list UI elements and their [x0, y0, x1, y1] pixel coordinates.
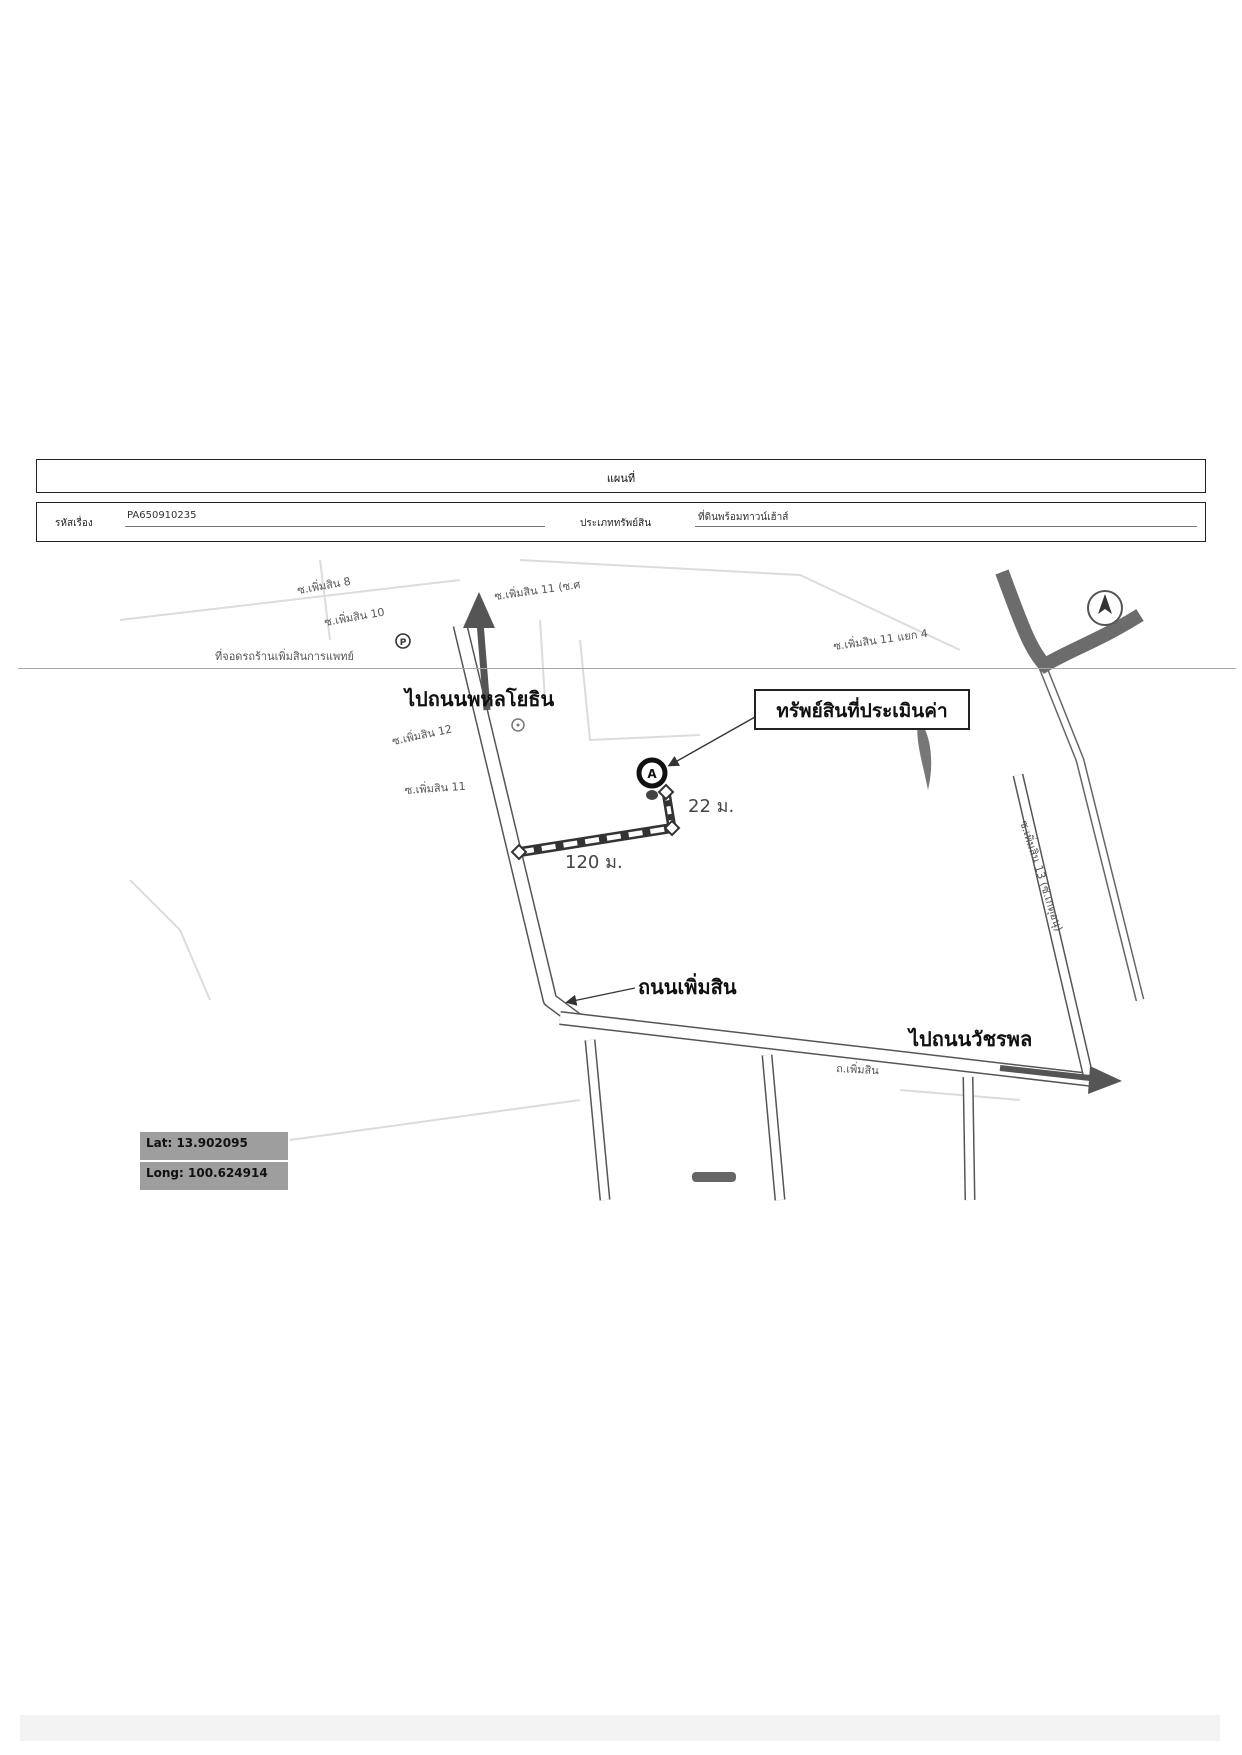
compass-icon	[1087, 590, 1123, 626]
route-path	[510, 783, 681, 861]
case-code-value: PA650910235	[127, 510, 197, 521]
case-code-underline	[125, 526, 545, 527]
distance-short: 22 ม.	[688, 796, 734, 817]
case-info-box: รหัสเรื่อง PA650910235 ประเภททรัพย์สิน ท…	[36, 502, 1206, 542]
soi-10-label: ซ.เพิ่มสิน 10	[323, 604, 386, 629]
road-leader-line	[565, 987, 636, 1006]
canal	[995, 569, 1144, 674]
route-diamond-end	[657, 783, 675, 801]
background-streets	[119, 559, 1021, 1141]
to-watcharaphon-label: ไปถนนวัชรพล	[907, 1027, 1032, 1051]
parking-label: ที่จอดรถร้านเพิ่มสินการแพทย์	[215, 648, 354, 663]
latitude-label: Lat: 13.902095	[140, 1132, 288, 1160]
property-marker-icon: A	[636, 757, 668, 800]
route-diamond-start	[510, 843, 528, 861]
property-leader-line	[667, 716, 756, 767]
scan-line	[18, 668, 1236, 669]
soi-11-top-label: ซ.เพิ่มสิน 11 (ซ.ศ	[493, 576, 581, 603]
scan-footer-strip	[20, 1715, 1220, 1741]
asset-type-label: ประเภททรัพย์สิน	[580, 518, 652, 529]
soi-11-yaek-label: ซ.เพิ่มสิน 11 แยก 4	[832, 625, 928, 653]
marker-letter: A	[647, 767, 657, 781]
property-label: ทรัพย์สินที่ประเมินค่า	[776, 697, 947, 722]
longitude-label: Long: 100.624914	[140, 1162, 288, 1190]
route-diamond-corner	[663, 819, 681, 837]
parking-icon: P	[395, 633, 411, 649]
soi-12-label: ซ.เพิ่มสิน 12	[391, 721, 454, 748]
to-phahonyothin-label: ไปถนนพหลโยธิน	[403, 687, 554, 711]
map-dark-patch	[692, 1172, 736, 1182]
soi-13-label: ซ.เพิ่มสิน 13 (ซ.เกตุอนุ)	[1017, 818, 1067, 933]
arrow-north	[463, 592, 495, 711]
map-title-box: แผนที่	[36, 459, 1206, 493]
map-title: แผนที่	[606, 472, 636, 485]
arrow-east	[999, 1065, 1122, 1094]
pond	[917, 720, 932, 790]
road-phermsin-small-label: ถ.เพิ่มสิน	[836, 1060, 880, 1077]
case-code-label: รหัสเรื่อง	[55, 518, 93, 529]
distance-long: 120 ม.	[565, 852, 623, 873]
poi-icon	[511, 718, 525, 732]
road-phermsin-label: ถนนเพิ่มสิน	[638, 972, 737, 999]
asset-type-underline	[695, 526, 1197, 527]
asset-type-value: ที่ดินพร้อมทาวน์เฮ้าส์	[698, 512, 789, 523]
soi-11-label: ซ.เพิ่มสิน 11	[404, 778, 466, 797]
svg-text:P: P	[400, 638, 407, 648]
property-label-box	[754, 689, 970, 730]
